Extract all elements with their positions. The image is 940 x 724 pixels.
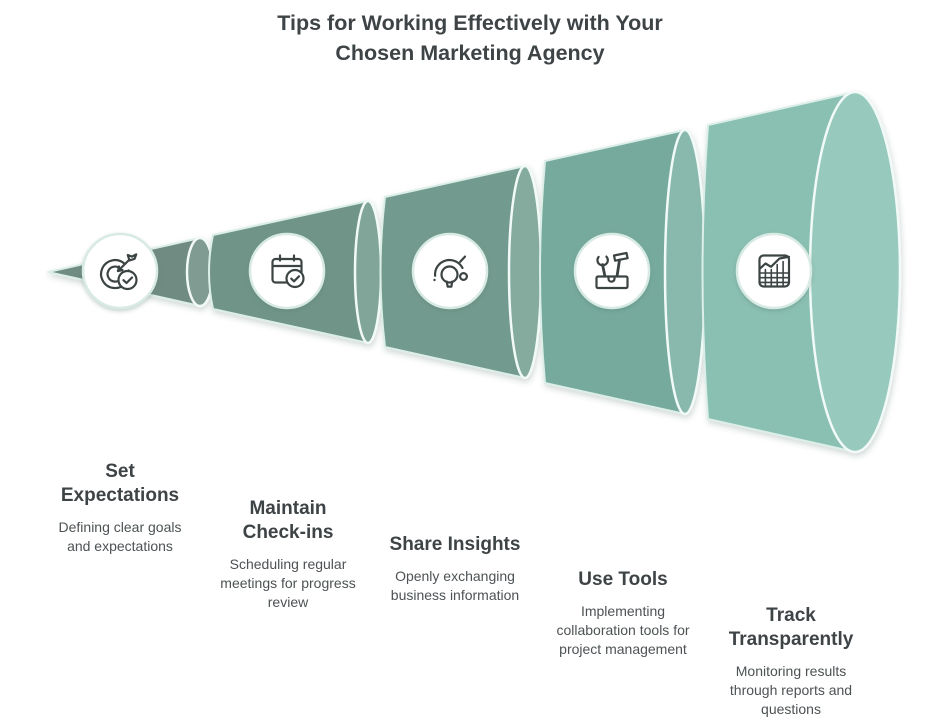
step-description: Implementing collaboration tools for pro… — [556, 603, 690, 657]
arrow-shaft — [116, 258, 131, 273]
arrow-fletching — [126, 253, 138, 262]
step-description: Monitoring results through reports and q… — [729, 663, 853, 717]
funnel-cap-use-tools — [663, 128, 707, 416]
orbit-satellite — [458, 272, 468, 282]
chart-grid-icon — [758, 254, 791, 288]
step-heading: Set Expectations — [60, 461, 180, 506]
hammer-handle — [615, 258, 621, 278]
step-description: Openly exchanging business information — [390, 568, 520, 603]
bulb-globe — [440, 265, 459, 284]
step-heading: Track Transparently — [728, 605, 854, 650]
step-heading: Share Insights — [389, 534, 521, 555]
step-use-tools: Use Tools Implementing collaboration too… — [533, 568, 713, 659]
check-mark — [122, 276, 134, 285]
chart-frame — [758, 254, 791, 288]
step-heading: Use Tools — [578, 569, 668, 590]
chart-gridlines-vertical — [764, 260, 784, 288]
icon-circle-3 — [411, 232, 489, 310]
funnel-cap-track-transparently — [808, 90, 902, 454]
step-share-insights: Share Insights Openly exchanging busines… — [365, 533, 545, 605]
check-circle — [285, 268, 305, 289]
icon-circle-2 — [248, 232, 326, 310]
arrow-head — [116, 265, 124, 273]
step-heading: Maintain Check-ins — [242, 498, 334, 543]
orbit-arc — [433, 258, 464, 277]
icon-circle-5 — [735, 232, 813, 310]
step-description: Defining clear goals and expectations — [58, 519, 182, 554]
orbit-tick — [459, 255, 467, 263]
step-track-transparently: Track Transparently Monitoring results t… — [701, 604, 881, 719]
orbit-dot — [433, 278, 436, 282]
chart-gridlines-horizontal — [758, 272, 790, 284]
toolbox-notch — [607, 275, 616, 283]
funnel-cap-maintain-check-ins — [353, 199, 383, 345]
wrench-handle — [601, 263, 607, 278]
lightbulb-idea-icon — [433, 255, 468, 288]
step-set-expectations: Set Expectations Defining clear goals an… — [30, 460, 210, 556]
page-title-line2: Chosen Marketing Agency — [335, 41, 605, 65]
toolbox-icon — [595, 251, 629, 290]
target-check-icon — [100, 253, 138, 291]
funnel-cap-share-insights — [507, 164, 543, 380]
icon-circles — [81, 232, 813, 310]
step-maintain-check-ins: Maintain Check-ins Scheduling regular me… — [198, 497, 378, 612]
calendar-posts — [278, 254, 296, 262]
page-title: Tips for Working Effectively with Your C… — [0, 8, 940, 68]
check-mark — [290, 275, 301, 283]
calendar-check-icon — [271, 254, 305, 289]
bulb-base — [445, 280, 454, 288]
page-title-line1: Tips for Working Effectively with Your — [277, 11, 663, 35]
chart-trend-line — [758, 255, 791, 271]
hammer-head — [612, 251, 629, 262]
check-circle — [117, 269, 138, 291]
step-description: Scheduling regular meetings for progress… — [220, 556, 356, 610]
icon-circle-4 — [573, 232, 651, 310]
